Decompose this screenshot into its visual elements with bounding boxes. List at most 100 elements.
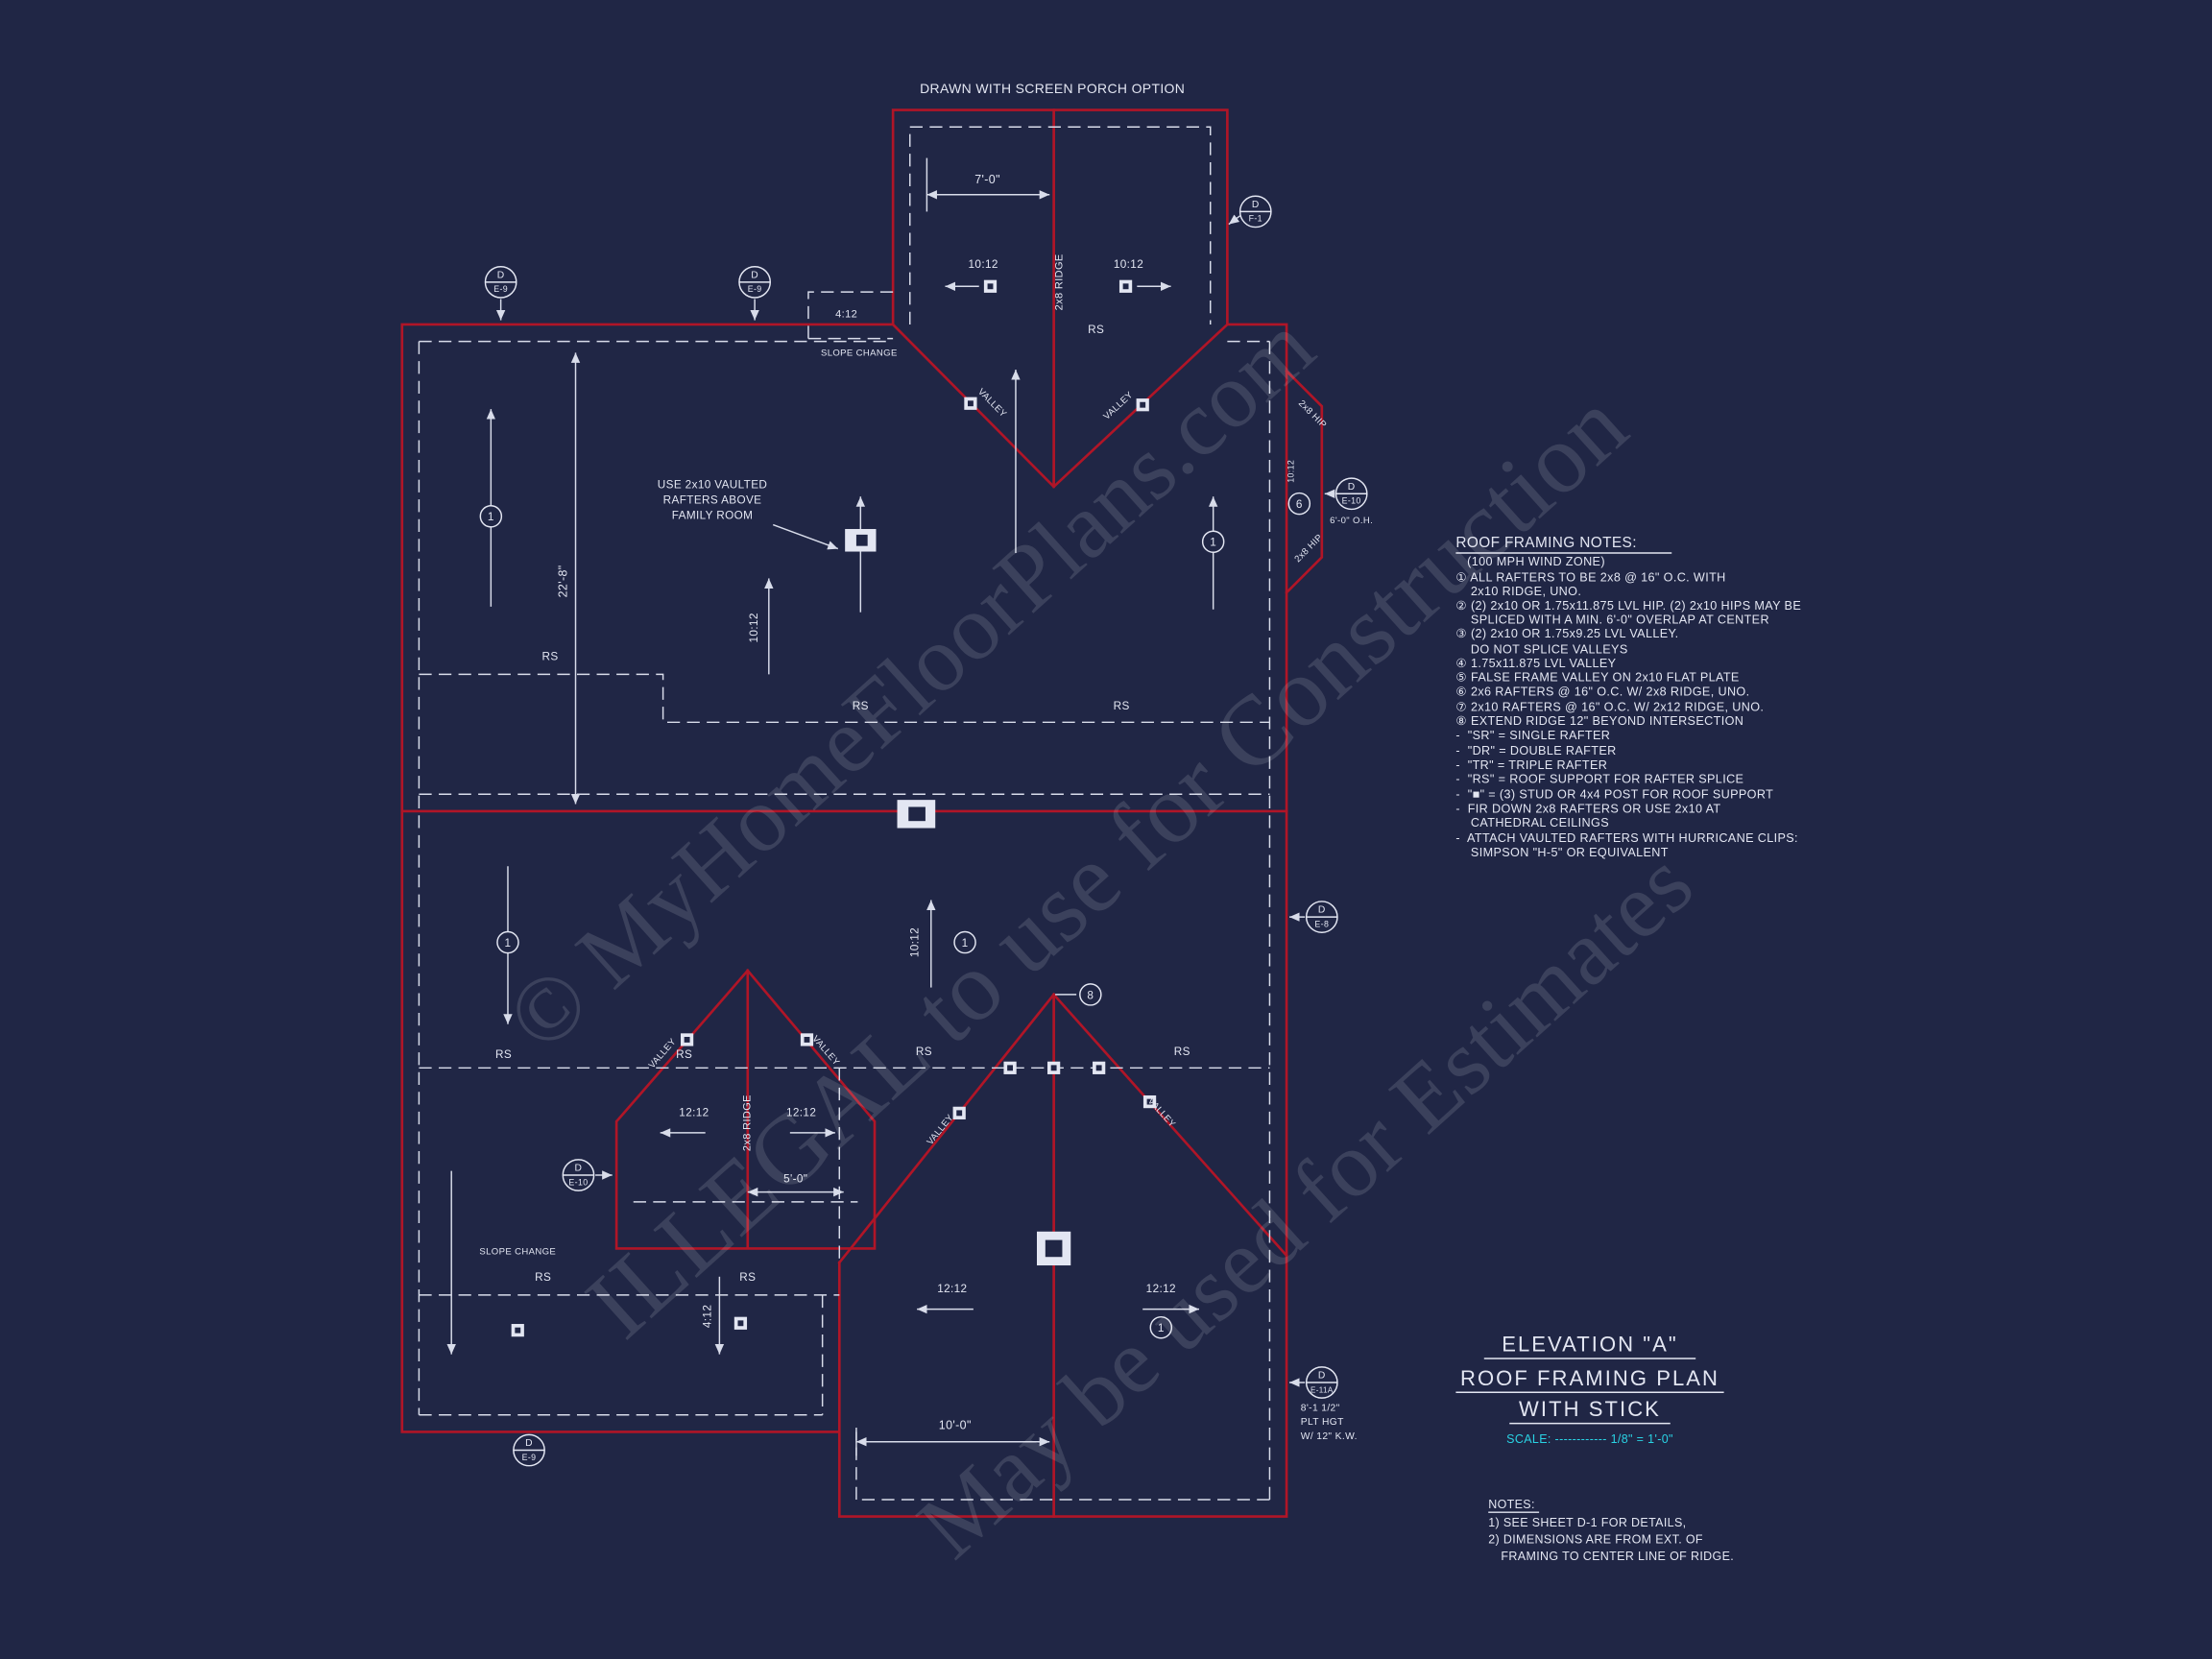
rs-label: RS [1088, 324, 1104, 336]
title-scale: SCALE: ------------ 1/8" = 1'-0" [1506, 1432, 1673, 1446]
detail-sheet: E-8 [1314, 919, 1329, 928]
detail-leader-f1 [1228, 214, 1241, 226]
roof-note-line: - "RS" = ROOF SUPPORT FOR RAFTER SPLICE [1455, 773, 1743, 786]
roof-note-line: ⑥ 2x6 RAFTERS @ 16" O.C. W/ 2x8 RIDGE, U… [1455, 685, 1749, 698]
post-markers [511, 279, 1157, 1337]
roof-note-line: ① ALL RAFTERS TO BE 2x8 @ 16" O.C. WITH [1455, 570, 1725, 584]
dimension-and-arrow-lines [446, 157, 1335, 1456]
keynote-1-label: 1 [488, 511, 494, 523]
keynote-1: 1 [953, 930, 976, 954]
detail-letter: D [497, 270, 505, 280]
detail-letter: D [1318, 905, 1326, 916]
slope-change-label: SLOPE CHANGE [821, 348, 898, 358]
plate-height-line1: 8'-1 1/2" [1301, 1403, 1340, 1413]
rs-label: RS [495, 1048, 512, 1061]
detail-sheet: E-10 [568, 1177, 588, 1187]
vaulted-note-line1: USE 2x10 VAULTED [658, 478, 768, 491]
vaulted-note-line3: FAMILY ROOM [672, 510, 754, 522]
porch-option-note: DRAWN WITH SCREEN PORCH OPTION [920, 81, 1185, 96]
keynote-1-label: 1 [505, 937, 512, 950]
keynote-1: 1 [1201, 530, 1225, 554]
plate-height-line3: W/ 12" K.W. [1301, 1431, 1358, 1442]
detail-bubbles: DE-9 DE-9 DF-1 DE-10 DE-8 DE-10 DE-11A D… [484, 195, 1368, 1467]
detail-letter: D [1348, 482, 1356, 493]
roof-note-line: ⑤ FALSE FRAME VALLEY ON 2x10 FLAT PLATE [1455, 671, 1739, 685]
slope-12-12-label: 12:12 [679, 1106, 709, 1118]
wall-inset-lines [418, 340, 1271, 1501]
vaulted-note-line2: RAFTERS ABOVE [663, 494, 762, 507]
keynote-8-label: 8 [1087, 989, 1094, 1001]
rs-label: RS [916, 1046, 932, 1058]
roof-support-block [1037, 1231, 1071, 1266]
rs-label: RS [739, 1271, 756, 1284]
roof-support-block [897, 800, 936, 829]
keynote-1-label: 1 [962, 937, 969, 950]
detail-sheet: E-10 [1342, 496, 1361, 506]
roof-note-line: 2x10 RIDGE, UNO. [1455, 585, 1581, 598]
slope-10-12-label: 10:12 [1114, 258, 1143, 271]
porch-overhang-lines [909, 126, 1212, 325]
notes-line: FRAMING TO CENTER LINE OF RIDGE. [1501, 1550, 1734, 1563]
post-marker [800, 1033, 814, 1046]
slope-10-12-label: 10:12 [748, 613, 760, 642]
plate-height-line2: PLT HGT [1301, 1417, 1344, 1428]
ridge-2x8-label: 2x8 RIDGE [742, 1094, 754, 1151]
roof-note-line: ④ 1.75x11.875 LVL VALLEY [1455, 657, 1616, 670]
roof-note-line: SIMPSON "H-5" OR EQUIVALENT [1455, 846, 1668, 859]
detail-sheet: E-9 [522, 1453, 537, 1462]
rs-label: RS [542, 651, 559, 663]
notes-title: NOTES: [1488, 1498, 1535, 1511]
detail-letter: D [525, 1438, 533, 1449]
keynote-1-label: 1 [1158, 1322, 1165, 1334]
roof-support-block [845, 529, 877, 552]
roof-note-line: DO NOT SPLICE VALLEYS [1455, 642, 1627, 656]
title-elevation: ELEVATION "A" [1502, 1333, 1678, 1357]
valley-label: VALLEY [1145, 1095, 1178, 1129]
roof-notes-subtitle: (100 MPH WIND ZONE) [1467, 555, 1605, 568]
roof-note-line: - FIR DOWN 2x8 RAFTERS OR USE 2x10 AT [1455, 802, 1720, 815]
roof-note-line: ⑧ EXTEND RIDGE 12" BEYOND INTERSECTION [1455, 714, 1743, 728]
roof-notes-title: ROOF FRAMING NOTES: [1455, 535, 1636, 551]
detail-bubble-e10: D E-10 [1334, 477, 1368, 511]
hip-2x8-label: 2x8 HIP [1296, 398, 1329, 431]
keynote-6-label: 6 [1296, 498, 1303, 511]
detail-bubble-e9: DE-9 [484, 265, 517, 299]
notes-line: 2) DIMENSIONS ARE FROM EXT. OF [1488, 1533, 1703, 1547]
slope-10-12-label: 10:12 [969, 258, 998, 271]
keynote-1: 1 [479, 505, 503, 528]
dim-10-0-label: 10'-0" [939, 1418, 972, 1431]
slope-change-label: SLOPE CHANGE [479, 1246, 556, 1257]
roof-note-line: - "SR" = SINGLE RAFTER [1455, 729, 1610, 742]
ridge-2x8-label: 2x8 RIDGE [1053, 253, 1065, 310]
post-marker [733, 1316, 748, 1330]
main-outline [400, 108, 1324, 1518]
post-marker [511, 1324, 524, 1337]
overhang-label: 6'-0" O.H. [1330, 516, 1373, 526]
detail-bubble-e9: D E-9 [513, 1433, 545, 1467]
roof-note-line: SPLICED WITH A MIN. 6'-0" OVERLAP AT CEN… [1455, 613, 1769, 626]
dim-22-8-label: 22'-8" [557, 565, 570, 597]
post-marker [1136, 398, 1149, 412]
detail-bubble-f1: DF-1 [1238, 195, 1272, 228]
framing-dashed-lines [418, 126, 1271, 1501]
post-marker [952, 1106, 966, 1119]
roof-note-line: - ATTACH VAULTED RAFTERS WITH HURRICANE … [1455, 831, 1798, 845]
detail-bubble-e8: D E-8 [1305, 901, 1338, 934]
slope-change-box [807, 291, 894, 340]
valley-label: VALLEY [926, 1113, 956, 1147]
roof-note-line: CATHEDRAL CEILINGS [1455, 816, 1609, 830]
vaulted-note-leader [772, 523, 839, 550]
post-marker [1003, 1061, 1017, 1074]
roof-note-line: - "DR" = DOUBLE RAFTER [1455, 744, 1616, 757]
dim-5-0-label: 5'-0" [783, 1172, 807, 1185]
post-marker [964, 397, 977, 410]
general-notes: NOTES: 1) SEE SHEET D-1 FOR DETAILS, 2) … [1488, 1498, 1734, 1563]
detail-sheet: E-9 [748, 284, 762, 294]
keynote-1: 1 [1149, 1315, 1173, 1339]
keynote-bubbles: 1 1 1 1 1 6 8 [479, 492, 1311, 1339]
detail-sheet: E-11A [1310, 1385, 1334, 1394]
post-marker [1118, 279, 1133, 293]
post-marker [1047, 1061, 1061, 1074]
roof-note-line: ② (2) 2x10 OR 1.75x11.875 LVL HIP. (2) 2… [1455, 599, 1801, 613]
